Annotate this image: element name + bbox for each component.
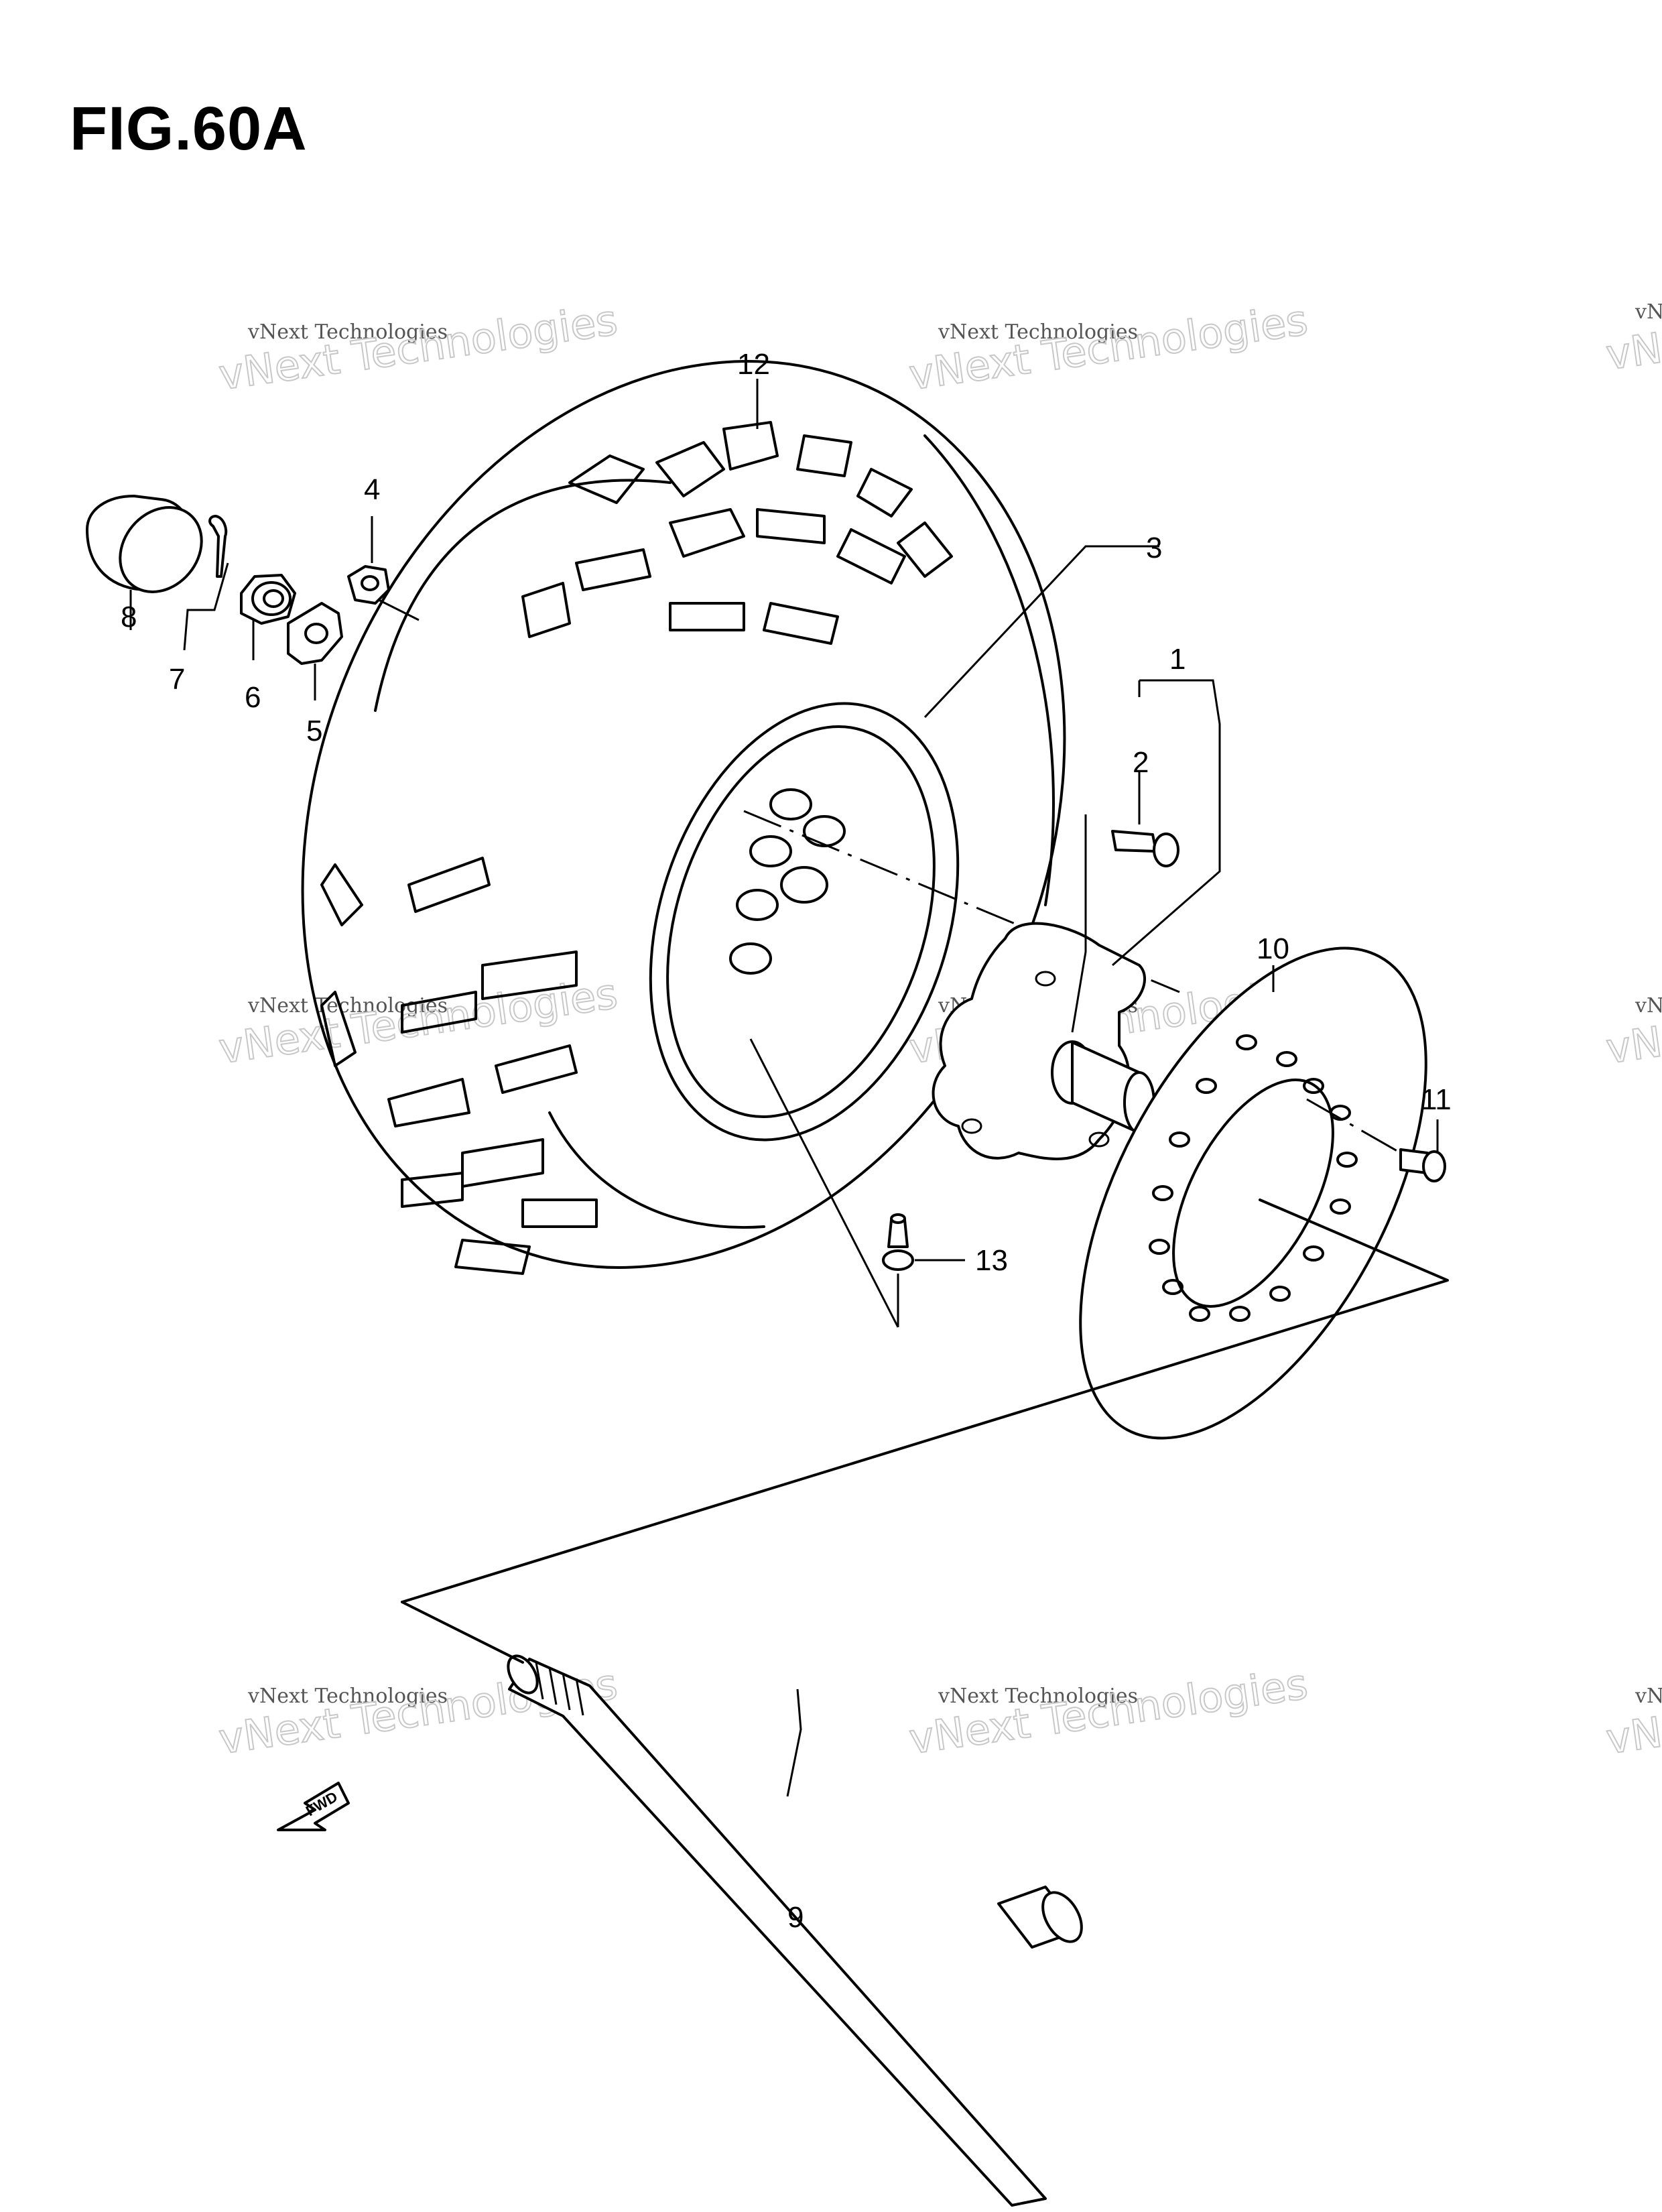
castle-nut-drawing xyxy=(240,574,296,625)
valve-drawing xyxy=(882,1213,914,1271)
figure-title: FIG.60A xyxy=(70,95,308,163)
hub-bolt-drawing xyxy=(1111,830,1179,867)
callout-11: 11 xyxy=(1421,1083,1452,1116)
watermark: vNext Technologies vNext Technologies xyxy=(215,294,621,400)
fwd-arrow: FWD xyxy=(277,1782,350,1831)
svg-text:vNext Technologies: vNext Technologies xyxy=(247,320,448,344)
tire-tread xyxy=(320,421,953,1275)
callout-7: 7 xyxy=(169,663,185,696)
svg-text:vNext Technologies: vNext Technologies xyxy=(906,295,1310,400)
callout-labels: 12 3 1 2 4 8 7 6 5 10 11 13 9 xyxy=(121,348,1452,1934)
svg-text:vNext Technologies: vNext Technologies xyxy=(216,969,620,1073)
svg-text:vNext Technologies: vNext Technologies xyxy=(1635,300,1662,324)
svg-text:vNext Technologies: vNext Technologies xyxy=(1603,969,1662,1073)
callout-5: 5 xyxy=(306,715,322,747)
svg-text:vNext Technologies: vNext Technologies xyxy=(1603,275,1662,379)
svg-text:vNext Technologies: vNext Technologies xyxy=(247,1684,448,1708)
watermark: vNext Technologies vNext Technologies xyxy=(905,1658,1311,1764)
watermark: vNext Technologies vNext Technologies xyxy=(905,294,1311,400)
watermark: vNext Technologies vNext Technologies xyxy=(215,968,621,1074)
svg-text:vNext Technologies: vNext Technologies xyxy=(938,320,1138,344)
shaft-bracket-line-lower xyxy=(401,1601,524,1664)
hub-assembly-drawing xyxy=(932,922,1155,1160)
cotter-pin-drawing xyxy=(208,515,228,578)
tire-drawing xyxy=(301,360,1180,1275)
callout-13: 13 xyxy=(975,1244,1008,1277)
wheel-hub-bosses xyxy=(729,788,846,975)
svg-text:vNext Technologies: vNext Technologies xyxy=(938,1684,1138,1708)
svg-text:vNext Technologies: vNext Technologies xyxy=(247,994,448,1018)
washer-drawing xyxy=(287,602,343,665)
callout-8: 8 xyxy=(121,601,137,633)
axle-shaft-drawing xyxy=(507,1654,1083,2207)
brake-disc-drawing xyxy=(1079,946,1427,1440)
callout-4: 4 xyxy=(364,473,380,506)
callout-3: 3 xyxy=(1146,532,1162,564)
callout-1: 1 xyxy=(1169,643,1186,676)
callout-12: 12 xyxy=(737,348,770,381)
svg-text:vNext Technologies: vNext Technologies xyxy=(216,295,620,400)
watermark: vNext Technologies vNext Technologies xyxy=(1602,968,1662,1074)
svg-text:vNext Technologies: vNext Technologies xyxy=(1635,994,1662,1018)
callout-2: 2 xyxy=(1133,746,1149,779)
watermark: vNext Technologies vNext Technologies xyxy=(1602,1658,1662,1764)
nut-drawing xyxy=(347,565,390,605)
disc-bolt-drawing xyxy=(1306,1098,1446,1182)
leader-lines xyxy=(129,379,1439,1797)
watermarks: vNext Technologies vNext Technologies vN… xyxy=(215,274,1662,1764)
cap-drawing xyxy=(86,495,203,593)
svg-text:vNext Technologies: vNext Technologies xyxy=(906,1659,1310,1764)
callout-9: 9 xyxy=(787,1901,804,1934)
svg-text:vNext Technologies: vNext Technologies xyxy=(1603,1659,1662,1764)
callout-10: 10 xyxy=(1257,932,1289,965)
svg-text:vNext Technologies: vNext Technologies xyxy=(1635,1684,1662,1708)
callout-6: 6 xyxy=(245,681,261,714)
shaft-bracket-line xyxy=(401,1199,1449,1603)
watermark: vNext Technologies vNext Technologies xyxy=(1602,274,1662,380)
